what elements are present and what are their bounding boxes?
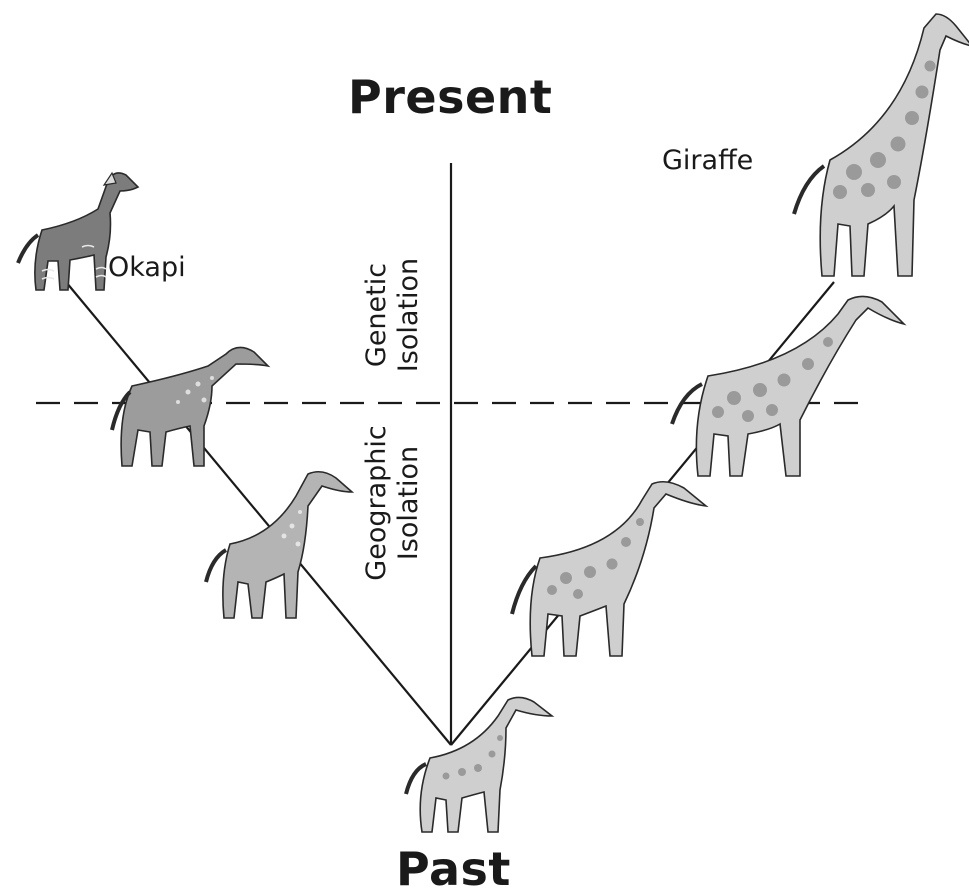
geographic-isolation-line-1: Geographic [361, 418, 393, 588]
early-giraffe-ancestor-icon [512, 482, 706, 656]
ancestral-giraffe-icon [672, 296, 904, 476]
geographic-isolation-line-2: Isolation [393, 418, 425, 588]
genetic-isolation-line-1: Genetic [361, 240, 393, 390]
okapi-label: Okapi [108, 252, 186, 283]
present-label: Present [348, 70, 552, 124]
giraffe-label: Giraffe [662, 145, 753, 176]
early-okapi-ancestor-icon [206, 472, 352, 618]
past-label: Past [396, 842, 511, 896]
geographic-isolation-label: Geographic Isolation [361, 418, 425, 588]
genetic-isolation-line-2: Isolation [393, 240, 425, 390]
lineage-lines [66, 163, 834, 745]
giraffe-icon [794, 14, 969, 276]
genetic-isolation-label: Genetic Isolation [361, 240, 425, 390]
